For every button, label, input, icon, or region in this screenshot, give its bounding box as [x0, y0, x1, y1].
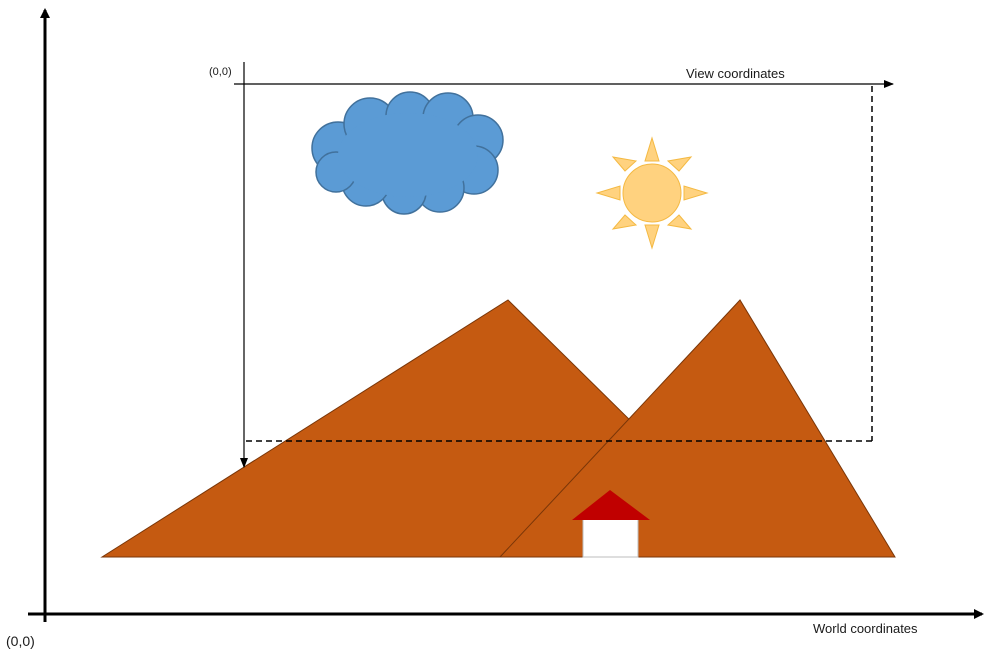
cloud-icon	[311, 91, 504, 215]
view-origin-label: (0,0)	[209, 66, 232, 78]
house-icon	[572, 490, 650, 558]
view-axis-label: View coordinates	[686, 66, 785, 81]
world-origin-label: (0,0)	[6, 633, 35, 649]
sun-icon	[595, 136, 709, 250]
world-axis-label: World coordinates	[813, 621, 918, 636]
right-mountain	[498, 299, 896, 558]
